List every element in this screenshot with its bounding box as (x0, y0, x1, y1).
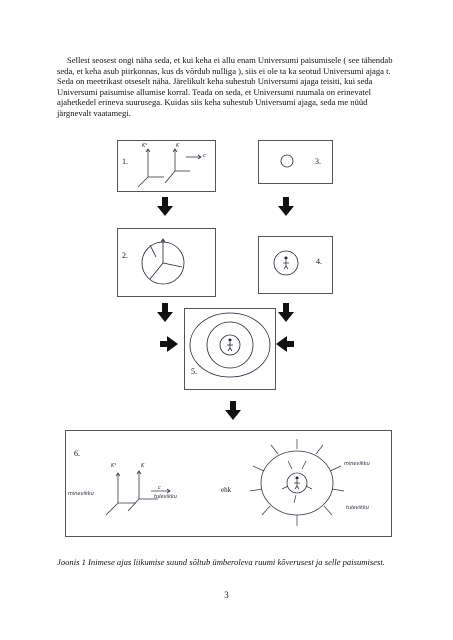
page-number: 3 (224, 590, 229, 600)
figure-panel-4: 4. (258, 236, 333, 294)
figure-caption: Joonis 1 Inimese ajas liikumise suund sõ… (57, 557, 385, 567)
handwritten-minevikku-right: minevikku (344, 461, 370, 467)
panel-number-2: 2. (122, 251, 128, 260)
panel-number-3: 3. (315, 157, 321, 166)
panel-number-5: 5. (191, 367, 197, 376)
panel-number-1: 1. (122, 157, 128, 166)
figure-panel-5: 5. (184, 308, 276, 390)
axis-label-k: K (176, 143, 180, 149)
handwritten-tulevikku-left: tulevikku (154, 494, 177, 500)
axis-label-k1: K¹ (142, 143, 148, 149)
spacetime-diagram (105, 439, 345, 526)
axis-label-k1-6: K¹ (111, 463, 117, 469)
nested-circles-diagram (189, 312, 271, 378)
handwritten-minevikku-left: minevikku (68, 491, 94, 497)
sphere-axes-diagram (141, 238, 185, 285)
axis-label-c-6: c (158, 485, 161, 491)
ehk-word: ehk (221, 486, 232, 494)
body-paragraph: Sellest seosest ongi näha seda, et kui k… (57, 55, 393, 118)
figure-panel-6: 6. K¹ K c minevikku tulevi (65, 430, 392, 537)
figure-panel-1: 1. K¹ K c (117, 140, 216, 192)
handwritten-tulevikku-right: tulevikku (346, 505, 369, 511)
axis-label-c: c (203, 153, 206, 159)
figure-panel-2: 2. (117, 228, 216, 297)
figure-panel-3: 3. (258, 140, 333, 184)
figure-in-circle-diagram (273, 250, 299, 276)
axes-diagram-1 (137, 148, 202, 188)
panel-number-6: 6. (74, 449, 80, 458)
small-circle-diagram (280, 154, 294, 168)
axis-label-k-6: K (141, 463, 145, 469)
panel-number-4: 4. (316, 257, 322, 266)
